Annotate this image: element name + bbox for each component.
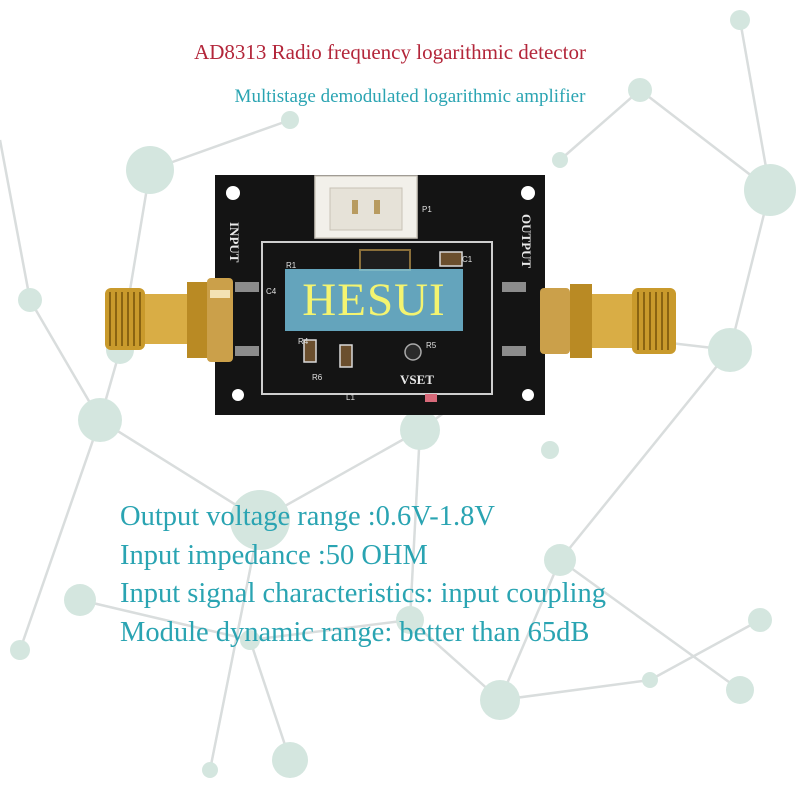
- mounting-hole: [226, 186, 240, 200]
- smd-component: [303, 339, 317, 363]
- product-subtitle: Multistage demodulated logarithmic ampli…: [234, 86, 586, 107]
- mounting-hole: [232, 389, 244, 401]
- silk-r5-label: R5: [426, 341, 437, 350]
- mounting-hole: [521, 186, 535, 200]
- spec-dynamic-range: Module dynamic range: better than 65dB: [120, 616, 590, 648]
- silk-vset-label: VSET: [400, 372, 434, 387]
- silk-l1-label: L1: [346, 393, 355, 402]
- mounting-hole: [522, 389, 534, 401]
- spec-input-signal: Input signal characteristics: input coup…: [120, 578, 606, 609]
- silk-c1-label: C1: [462, 255, 473, 264]
- spec-input-impedance: Input impedance :50 OHM: [120, 539, 428, 571]
- silk-output-label: OUTPUT: [519, 214, 534, 269]
- silk-c4-label: C4: [266, 287, 277, 296]
- sma-input-connector: [105, 278, 233, 362]
- silk-input-label: INPUT: [227, 222, 242, 263]
- spec-output-voltage: Output voltage range :0.6V-1.8V: [120, 501, 495, 532]
- silk-r6-label: R6: [312, 373, 323, 382]
- sma-output-connector: [540, 284, 676, 358]
- connector-pin: [352, 200, 358, 214]
- silk-r4-label: R4: [298, 337, 309, 346]
- silk-p1-label: P1: [422, 205, 432, 214]
- connector-pin: [374, 200, 380, 214]
- connector-housing: [329, 187, 403, 231]
- silk-r1-label: R1: [286, 261, 297, 270]
- chip-inductor: [359, 249, 411, 271]
- smd-led: [425, 394, 437, 402]
- smd-component: [439, 251, 463, 267]
- silkscreen-outline: [261, 241, 493, 395]
- product-title: AD8313 Radio frequency logarithmic detec…: [194, 40, 586, 64]
- spec-list: Output voltage range :0.6V-1.8V Input im…: [120, 498, 606, 652]
- test-point: [404, 343, 422, 361]
- brand-watermark: HESUI: [285, 269, 463, 331]
- smd-component: [339, 344, 353, 368]
